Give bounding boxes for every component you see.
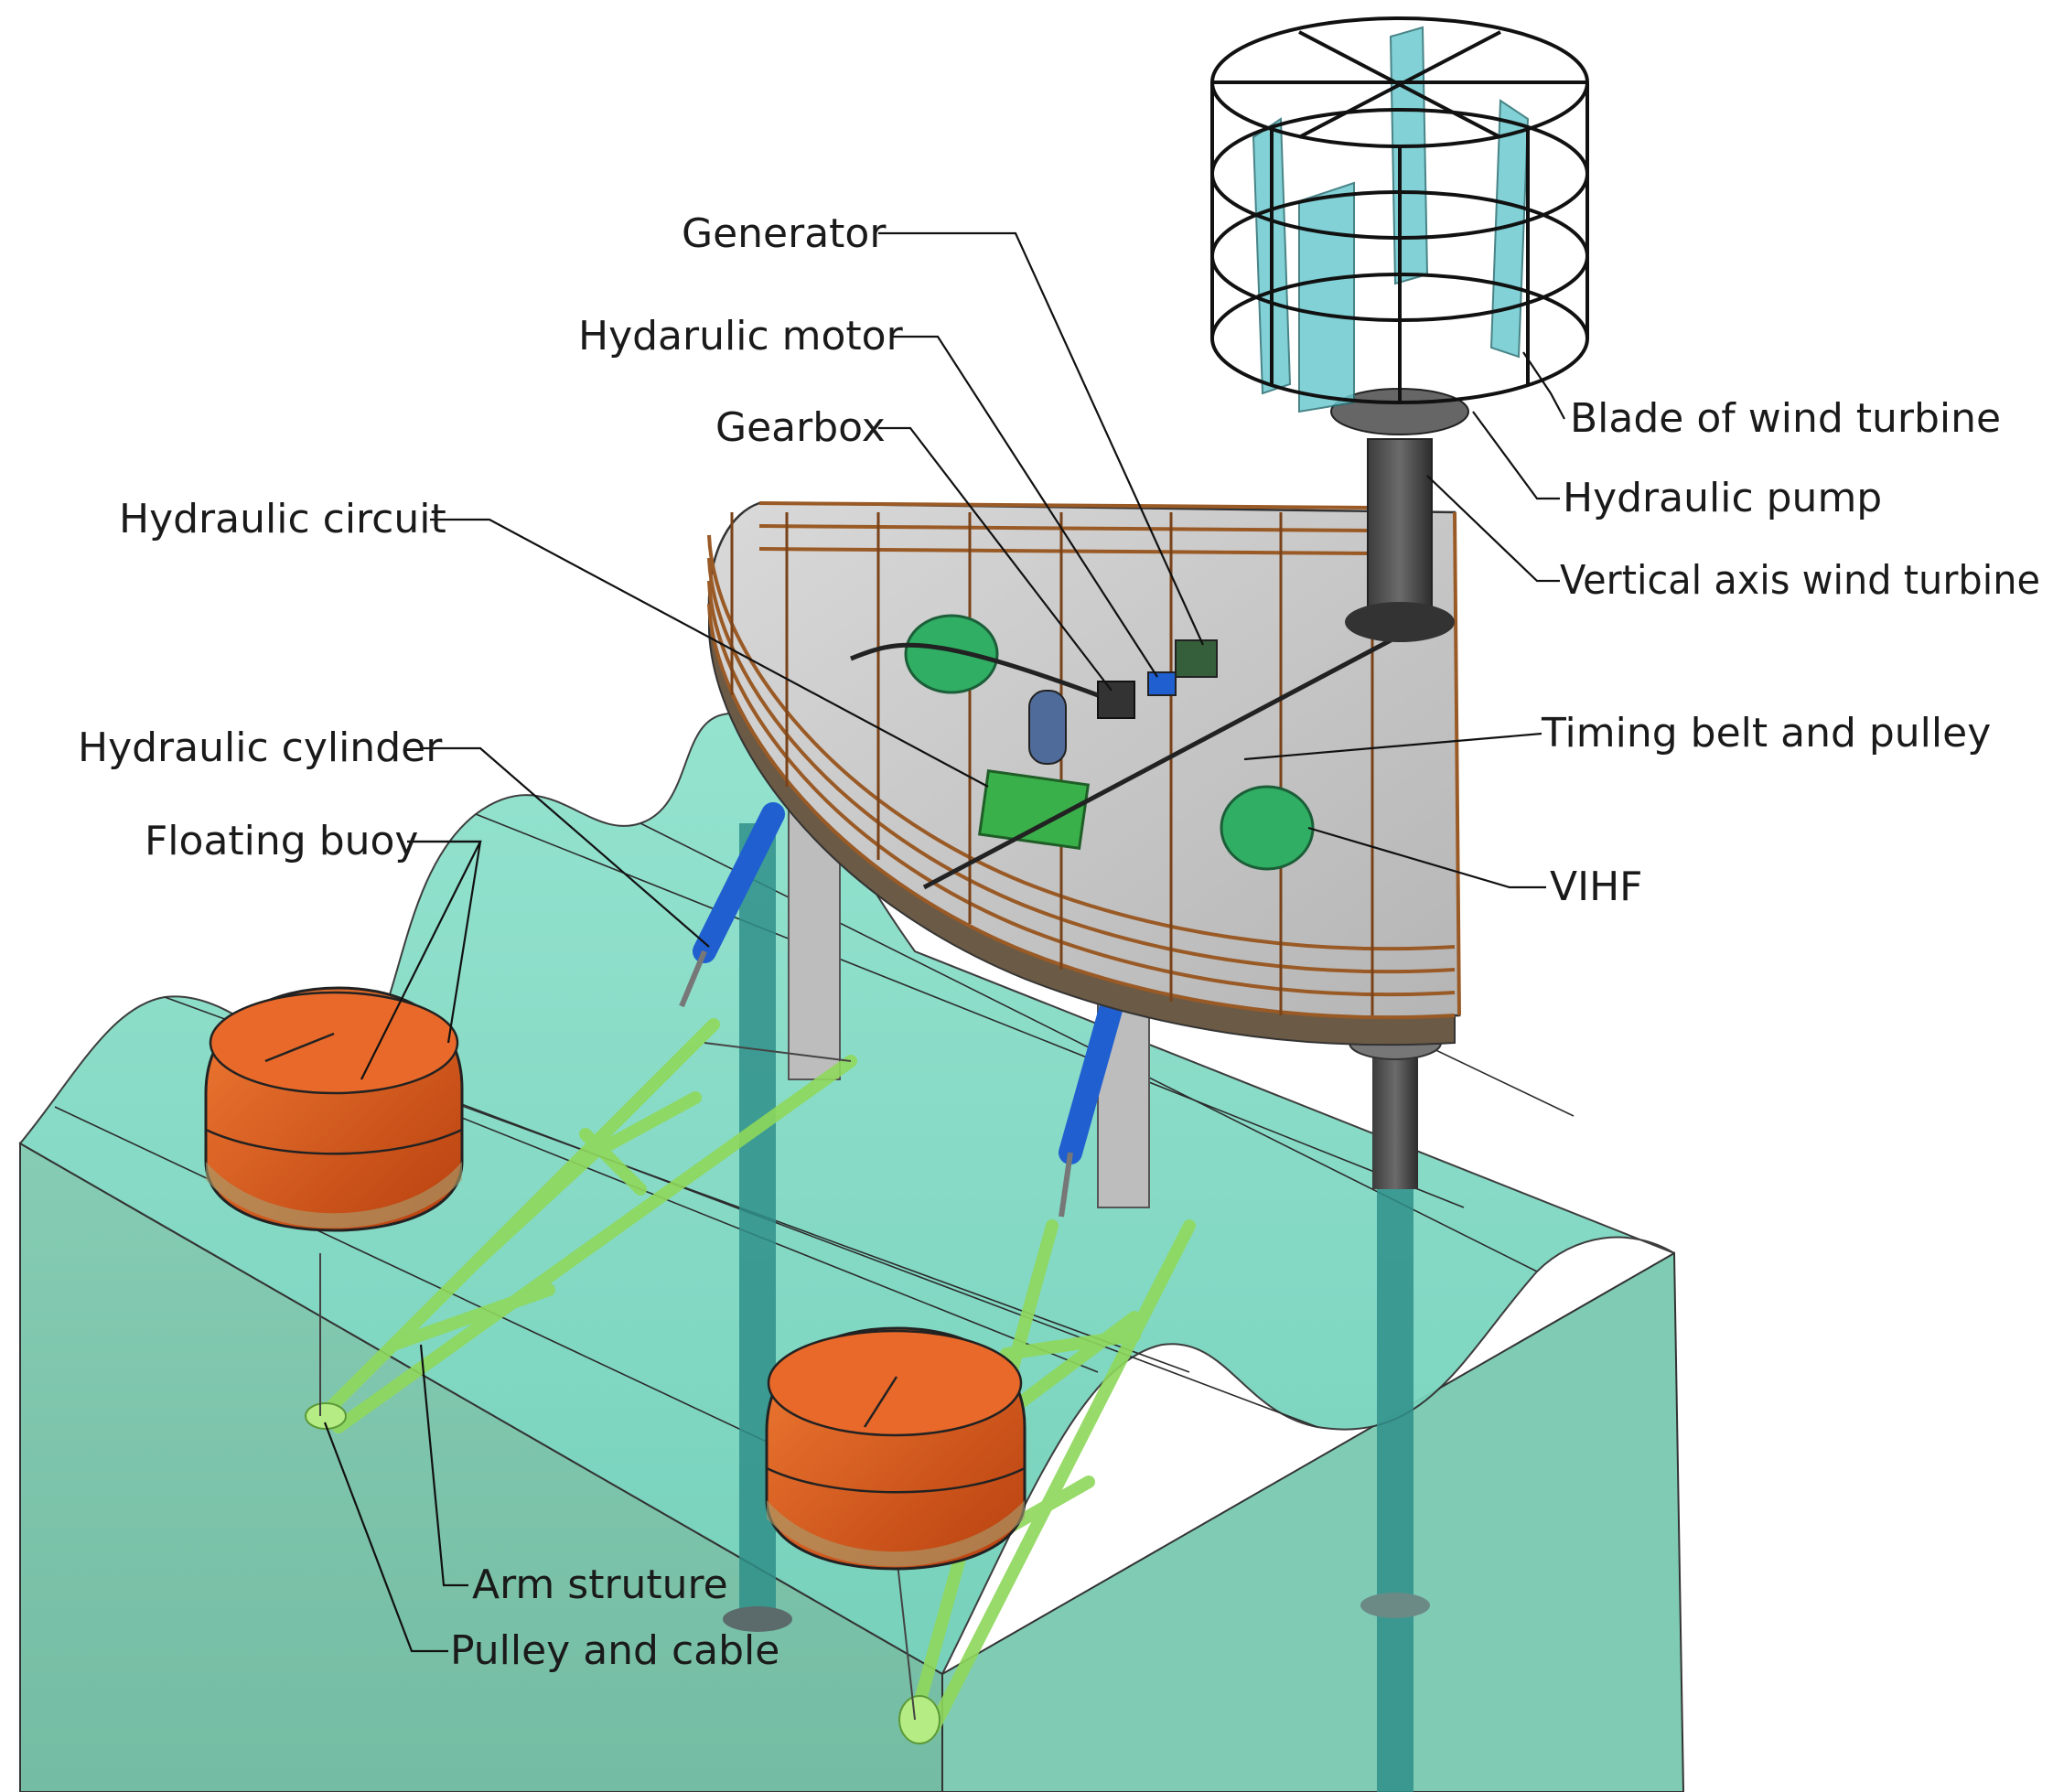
leader-generator xyxy=(878,231,1205,646)
leader-hydraulic-motor xyxy=(892,335,1158,678)
hydraulic-tank xyxy=(977,768,1091,851)
hydraulic-motor-body xyxy=(1147,671,1177,696)
gearbox-body xyxy=(1097,681,1135,719)
leader-vihf xyxy=(1307,826,1546,889)
leader-floating-buoy-2 xyxy=(360,840,482,1080)
label-vertical-axis-wind-turbine: Vertical axis wind turbine xyxy=(1560,557,2040,604)
label-gearbox: Gearbox xyxy=(715,404,886,451)
floating-buoy-right xyxy=(765,1326,1026,1571)
label-timing-belt-and-pulley: Timing belt and pulley xyxy=(1541,710,1991,757)
pile-left-base xyxy=(723,1606,792,1632)
generator-body xyxy=(1175,639,1218,678)
label-pulley-and-cable: Pulley and cable xyxy=(450,1627,779,1674)
label-arm-structure: Arm struture xyxy=(472,1561,728,1608)
turbine-tower xyxy=(1367,438,1433,632)
label-vihf: VIHF xyxy=(1550,864,1642,910)
vihf-right xyxy=(1220,785,1315,871)
railing xyxy=(707,501,1461,1020)
leader-gearbox xyxy=(878,426,1112,692)
label-hydraulic-motor: Hydarulic motor xyxy=(578,313,904,359)
turbine-blades xyxy=(1252,26,1530,413)
leader-blade xyxy=(1522,351,1565,420)
platform xyxy=(707,501,1461,1046)
leader-pulley-cable xyxy=(323,1422,448,1653)
leader-arm-structure xyxy=(419,1344,468,1587)
deck-equipment xyxy=(850,614,1392,890)
leader-hydraulic-circuit xyxy=(430,518,989,788)
floating-buoy-left xyxy=(204,986,464,1232)
leader-lines xyxy=(323,231,1565,1653)
vihf-left xyxy=(904,614,999,694)
arm-structures xyxy=(314,1018,1196,1735)
label-generator: Generator xyxy=(682,210,887,257)
vertical-axis-wind-turbine xyxy=(1210,16,1589,642)
accumulator xyxy=(1028,690,1067,765)
sea-block xyxy=(18,712,1685,1792)
hydraulic-cylinders xyxy=(679,802,1123,1218)
pile-right-base xyxy=(1360,1593,1430,1618)
labels: Generator Hydarulic motor Gearbox Hydrau… xyxy=(78,210,2040,1674)
leader-hydraulic-cylinder xyxy=(421,746,710,948)
label-floating-buoy: Floating buoy xyxy=(145,818,418,864)
turbine-cage xyxy=(1210,16,1589,404)
label-blade-of-wind-turbine: Blade of wind turbine xyxy=(1570,395,2001,442)
label-hydraulic-circuit: Hydraulic circuit xyxy=(119,496,446,542)
leader-vawt xyxy=(1426,475,1560,583)
hydraulic-pipe xyxy=(850,638,1392,890)
leader-hydraulic-pump xyxy=(1472,411,1560,500)
cables xyxy=(319,1042,916,1721)
label-hydraulic-cylinder: Hydraulic cylinder xyxy=(78,724,443,771)
tower-base xyxy=(1345,602,1455,642)
leader-timing-belt xyxy=(1243,732,1542,761)
arm-ends xyxy=(305,1402,941,1744)
label-hydraulic-pump: Hydraulic pump xyxy=(1563,475,1882,521)
